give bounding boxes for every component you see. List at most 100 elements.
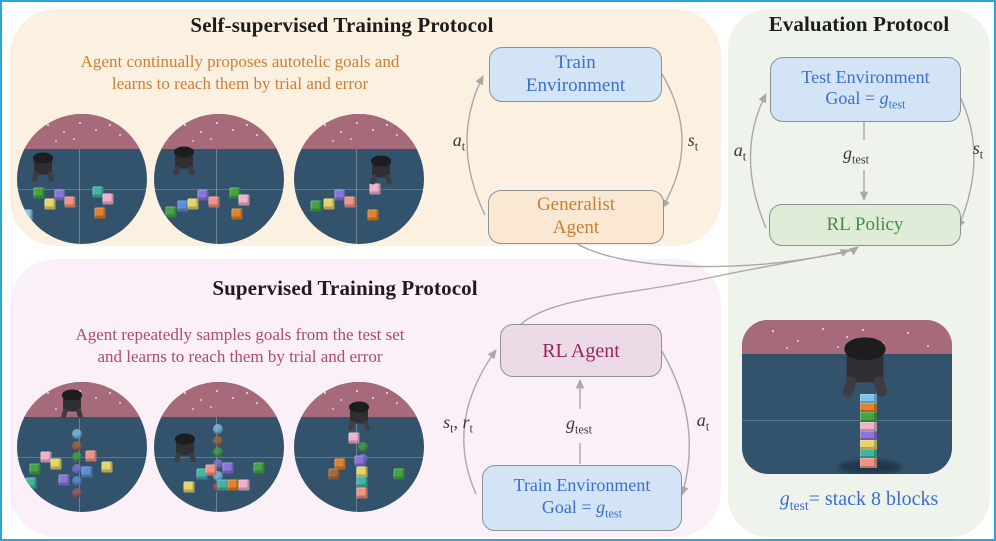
colored-block xyxy=(231,208,243,220)
colored-block xyxy=(217,479,229,491)
robot-scene-self-3 xyxy=(294,114,424,244)
box-label: Generalist xyxy=(536,194,616,216)
colored-block xyxy=(40,451,52,463)
description-line: Agent continually proposes autotelic goa… xyxy=(80,52,400,71)
colored-block xyxy=(354,455,366,467)
colored-block xyxy=(183,481,195,493)
colored-block xyxy=(222,462,234,474)
goal-sphere xyxy=(71,475,82,486)
colored-block xyxy=(54,189,66,201)
scene-wall xyxy=(294,114,424,150)
colored-block xyxy=(334,189,345,201)
colored-block xyxy=(85,450,97,462)
stars-decor xyxy=(294,114,296,116)
goal-sphere xyxy=(212,470,223,481)
stacked-block xyxy=(860,449,877,459)
robot-gripper xyxy=(347,401,371,431)
goal-sphere xyxy=(71,464,82,475)
robot-part xyxy=(371,155,392,167)
stacked-block xyxy=(860,403,877,413)
goal-label-eval: gtest xyxy=(843,143,869,167)
scene-wall xyxy=(154,382,284,418)
box-label: Agent xyxy=(552,217,600,238)
title-supervised: Supervised Training Protocol xyxy=(212,276,478,300)
goal-sphere xyxy=(71,440,82,451)
colored-block xyxy=(205,464,217,476)
stacked-block xyxy=(860,412,877,422)
box-label: RL Agent xyxy=(542,339,620,362)
goal-sphere xyxy=(212,458,223,469)
robot-part xyxy=(31,170,40,183)
robot-scene-sup-2 xyxy=(154,382,284,512)
goal-sphere xyxy=(212,423,223,434)
colored-block xyxy=(356,487,368,498)
state-label-self: st xyxy=(687,130,699,154)
goal-sphere xyxy=(212,435,223,446)
block-stack xyxy=(860,394,877,468)
robot-part xyxy=(844,337,886,360)
colored-block xyxy=(328,468,340,480)
robot-part xyxy=(187,164,196,176)
colored-block xyxy=(227,479,239,491)
colored-block xyxy=(64,196,76,208)
colored-block xyxy=(196,468,208,480)
robot-part xyxy=(172,164,181,176)
colored-block xyxy=(197,189,209,201)
robot-scene-self-1 xyxy=(17,114,147,244)
colored-block xyxy=(92,186,104,198)
colored-block xyxy=(33,187,45,199)
stars-decor xyxy=(17,114,19,116)
goal-image-stack-8-blocks xyxy=(742,320,952,474)
robot-part xyxy=(60,407,69,419)
colored-block xyxy=(44,198,55,210)
colored-block xyxy=(177,200,189,212)
floor-gridline xyxy=(79,149,81,244)
goal-sphere xyxy=(71,429,82,439)
action-label-sup: at xyxy=(696,410,710,434)
action-label-self: at xyxy=(452,130,466,154)
stacked-block xyxy=(860,439,877,450)
stars-decor xyxy=(17,382,19,384)
colored-block xyxy=(367,209,379,221)
colored-block xyxy=(238,479,250,491)
box-label: Goal = gtest xyxy=(541,496,623,521)
box-label: RL Policy xyxy=(826,213,904,235)
floor-gridline xyxy=(17,457,147,459)
robot-part xyxy=(347,419,356,431)
test-environment-box: Test Environment Goal = gtest xyxy=(770,57,961,122)
robot-scene-sup-3 xyxy=(294,382,424,512)
robot-gripper xyxy=(172,146,196,176)
colored-block xyxy=(356,466,368,478)
colored-block xyxy=(356,476,368,488)
state-reward-label-sup: st, rt xyxy=(443,412,473,436)
title-self-supervised: Self-supervised Training Protocol xyxy=(190,13,494,37)
floor-gridline xyxy=(294,189,424,191)
floor-gridline xyxy=(154,457,284,459)
title-evaluation: Evaluation Protocol xyxy=(768,12,950,36)
colored-block xyxy=(94,207,106,219)
robot-part xyxy=(362,419,371,431)
colored-block xyxy=(369,183,381,195)
robot-part xyxy=(175,433,196,445)
box-label: Test Environment xyxy=(801,66,930,87)
colored-block xyxy=(348,432,360,444)
robot-gripper xyxy=(60,389,84,419)
robot-scene-self-2 xyxy=(154,114,284,244)
scene-wall xyxy=(17,382,147,418)
box-label: Train xyxy=(555,51,596,73)
goal-sphere xyxy=(71,487,82,498)
robot-part xyxy=(173,146,194,157)
robot-gripper xyxy=(173,433,197,464)
colored-block xyxy=(187,198,199,210)
robot-part xyxy=(841,375,858,398)
colored-block xyxy=(334,458,345,470)
robot-part xyxy=(46,170,55,183)
floor-gridline xyxy=(216,149,218,244)
colored-block xyxy=(323,198,335,210)
description-self-supervised: Agent continually proposes autotelic goa… xyxy=(14,51,466,95)
robot-gripper xyxy=(31,152,55,183)
robot-part xyxy=(188,451,197,464)
colored-block xyxy=(208,196,220,208)
stacked-block xyxy=(860,458,877,468)
scene-wall xyxy=(154,114,284,150)
